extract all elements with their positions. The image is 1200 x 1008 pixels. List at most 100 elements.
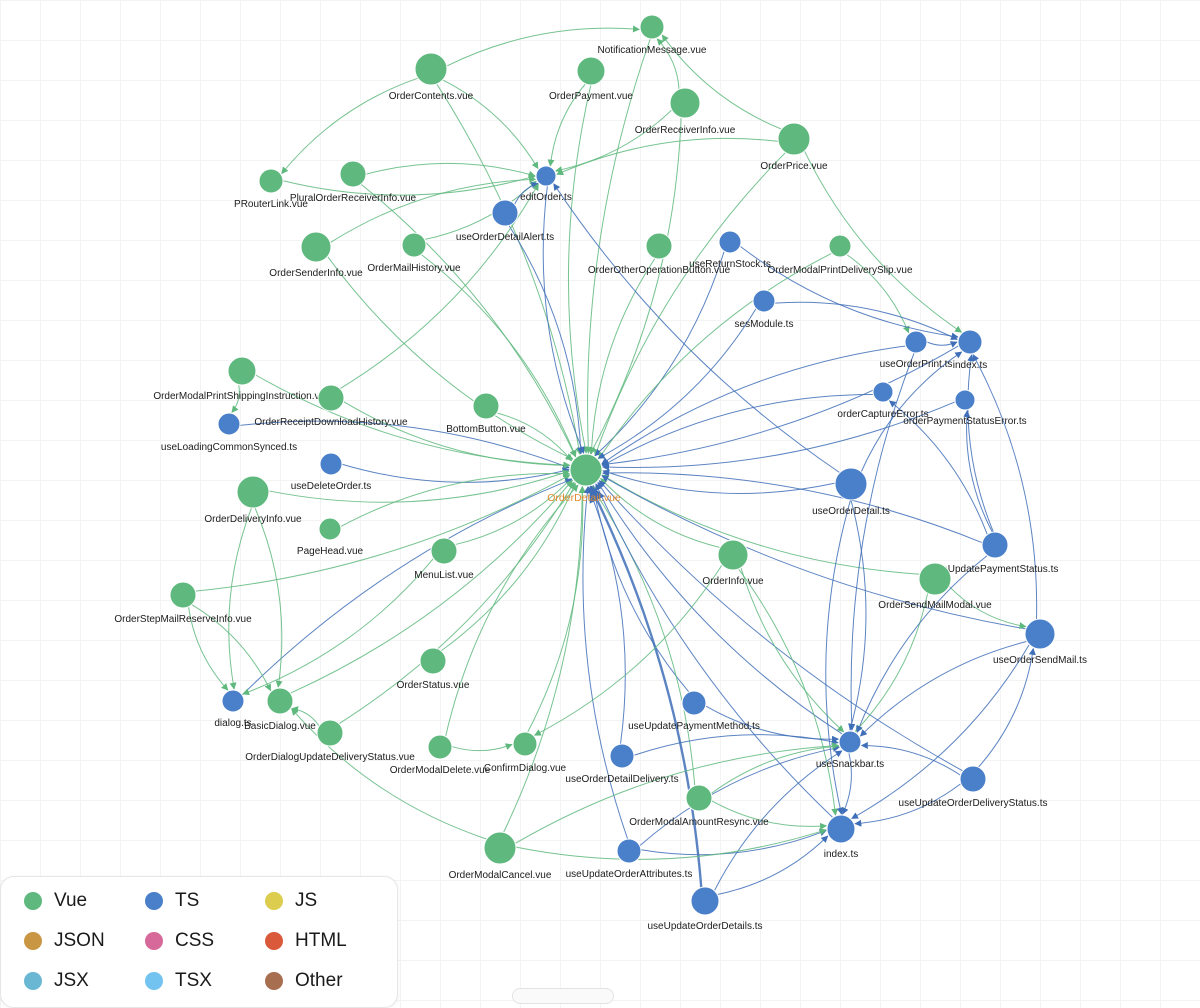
- graph-node-details[interactable]: useUpdateOrderDetails.ts: [647, 886, 763, 932]
- graph-node-notif[interactable]: NotificationMessage.vue: [598, 14, 707, 56]
- node-circle[interactable]: [718, 230, 742, 254]
- node-circle[interactable]: [834, 467, 868, 501]
- node-circle[interactable]: [752, 289, 776, 313]
- graph-node-payment[interactable]: OrderPayment.vue: [549, 56, 633, 102]
- graph-node-contents[interactable]: OrderContents.vue: [389, 52, 474, 102]
- node-circle[interactable]: [483, 831, 517, 865]
- graph-node-center[interactable]: OrderDetail.vue: [547, 453, 621, 504]
- graph-node-sendmailmodal[interactable]: OrderSendMailModal.vue: [878, 562, 992, 611]
- graph-node-print[interactable]: useOrderPrint.ts: [880, 330, 953, 370]
- node-circle[interactable]: [639, 14, 665, 40]
- node-circle[interactable]: [569, 453, 603, 487]
- node-circle[interactable]: [169, 581, 197, 609]
- graph-node-receiver[interactable]: OrderReceiverInfo.vue: [635, 87, 736, 136]
- graph-node-stepmail[interactable]: OrderStepMailReserveInfo.vue: [114, 581, 252, 625]
- graph-node-menulist[interactable]: MenuList.vue: [414, 537, 474, 581]
- graph-node-resync[interactable]: OrderModalAmountResync.vue: [629, 784, 769, 828]
- node-circle[interactable]: [872, 381, 894, 403]
- graph-node-paystatus[interactable]: useUpdatePaymentStatus.ts: [932, 531, 1059, 575]
- node-circle[interactable]: [717, 539, 749, 571]
- node-circle[interactable]: [777, 122, 811, 156]
- node-circle[interactable]: [957, 329, 983, 355]
- graph-node-prouter[interactable]: PRouterLink.vue: [234, 168, 308, 210]
- graph-node-idx2[interactable]: index.ts: [824, 814, 858, 860]
- node-circle[interactable]: [419, 647, 447, 675]
- graph-node-modaldelete[interactable]: OrderModalDelete.vue: [390, 734, 491, 776]
- graph-node-pagehead[interactable]: PageHead.vue: [297, 517, 364, 557]
- node-circle[interactable]: [954, 389, 976, 411]
- node-circle[interactable]: [904, 330, 928, 354]
- node-circle[interactable]: [616, 838, 642, 864]
- graph-node-delete[interactable]: useDeleteOrder.ts: [291, 452, 372, 492]
- graph-node-ses[interactable]: sesModule.ts: [735, 289, 794, 330]
- node-circle[interactable]: [227, 356, 257, 386]
- node-circle[interactable]: [317, 384, 345, 412]
- graph-node-loading[interactable]: useLoadingCommonSynced.ts: [161, 412, 297, 453]
- graph-node-idx1[interactable]: index.ts: [953, 329, 987, 371]
- graph-node-receipt[interactable]: OrderReceiptDownloadHistory.vue: [254, 384, 408, 428]
- graph-node-editorder[interactable]: editOrder.ts: [520, 165, 572, 203]
- node-circle[interactable]: [1024, 618, 1056, 650]
- node-circle[interactable]: [918, 562, 952, 596]
- node-circle[interactable]: [838, 730, 862, 754]
- node-circle[interactable]: [685, 784, 713, 812]
- node-circle[interactable]: [339, 160, 367, 188]
- node-circle[interactable]: [236, 475, 270, 509]
- graph-node-dlgdelivery[interactable]: OrderDialogUpdateDeliveryStatus.vue: [245, 719, 415, 763]
- graph-node-price[interactable]: OrderPrice.vue: [760, 122, 828, 172]
- graph-node-payerr[interactable]: orderPaymentStatusError.ts: [903, 389, 1027, 427]
- node-circle[interactable]: [414, 52, 448, 86]
- graph-node-orderinfo[interactable]: OrderInfo.vue: [702, 539, 764, 587]
- node-circle[interactable]: [427, 734, 453, 760]
- graph-node-sendmail[interactable]: useOrderSendMail.ts: [993, 618, 1087, 666]
- graph-node-confirm[interactable]: ConfirmDialog.vue: [484, 731, 567, 774]
- node-circle[interactable]: [258, 168, 284, 194]
- node-circle[interactable]: [609, 743, 635, 769]
- graph-node-detail[interactable]: useOrderDetail.ts: [812, 467, 890, 517]
- node-circle[interactable]: [221, 689, 245, 713]
- node-circle[interactable]: [690, 886, 720, 916]
- graph-node-sender[interactable]: OrderSenderInfo.vue: [269, 231, 363, 279]
- graph-node-capture[interactable]: orderCaptureError.ts: [837, 381, 929, 420]
- graph-node-mailhist[interactable]: OrderMailHistory.vue: [367, 232, 461, 274]
- graph-node-plural[interactable]: PluralOrderReceiverInfo.vue: [290, 160, 417, 204]
- graph-node-snackbar[interactable]: useSnackbar.ts: [816, 730, 884, 770]
- node-circle[interactable]: [669, 87, 701, 119]
- graph-node-basicdialog[interactable]: BasicDialog.vue: [244, 687, 316, 732]
- node-circle[interactable]: [576, 56, 606, 86]
- node-circle[interactable]: [401, 232, 427, 258]
- node-circle[interactable]: [319, 452, 343, 476]
- graph-node-delivinfo[interactable]: OrderDeliveryInfo.vue: [204, 475, 302, 525]
- graph-node-alert[interactable]: useOrderDetailAlert.ts: [456, 199, 554, 243]
- graph-node-otherop[interactable]: OrderOtherOperationButton.vue: [588, 232, 731, 276]
- node-circle[interactable]: [645, 232, 673, 260]
- node-circle[interactable]: [681, 690, 707, 716]
- node-circle[interactable]: [318, 517, 342, 541]
- node-circle[interactable]: [472, 392, 500, 420]
- graph-node-cancel[interactable]: OrderModalCancel.vue: [449, 831, 552, 881]
- node-circle[interactable]: [316, 719, 344, 747]
- node-circle[interactable]: [959, 765, 987, 793]
- graph-node-retstock[interactable]: useReturnStock.ts: [689, 230, 771, 270]
- graph-node-bottom[interactable]: BottomButton.vue: [446, 392, 526, 435]
- node-circle[interactable]: [430, 537, 458, 565]
- graph-node-delivstatus[interactable]: useUpdateOrderDeliveryStatus.ts: [899, 765, 1048, 809]
- graph-node-status[interactable]: OrderStatus.vue: [397, 647, 470, 691]
- graph-node-detaildeliv[interactable]: useOrderDetailDelivery.ts: [565, 743, 679, 785]
- node-circle[interactable]: [217, 412, 241, 436]
- node-circle[interactable]: [300, 231, 332, 263]
- node-circle[interactable]: [981, 531, 1009, 559]
- node-circle[interactable]: [491, 199, 519, 227]
- graph-node-dialog[interactable]: dialog.ts: [214, 689, 252, 729]
- graph-node-shipping[interactable]: OrderModalPrintShippingInstruction.vue: [153, 356, 331, 402]
- graph-node-attrs[interactable]: useUpdateOrderAttributes.ts: [566, 838, 693, 880]
- graph-node-paymethod[interactable]: useUpdatePaymentMethod.ts: [628, 690, 760, 732]
- node-circle[interactable]: [512, 731, 538, 757]
- node-circle[interactable]: [828, 234, 852, 258]
- graph-node-slip[interactable]: OrderModalPrintDeliverySlip.vue: [767, 234, 913, 276]
- node-circle[interactable]: [535, 165, 557, 187]
- node-circle[interactable]: [826, 814, 856, 844]
- node-circle[interactable]: [266, 687, 294, 715]
- bottom-handle[interactable]: [512, 988, 614, 1004]
